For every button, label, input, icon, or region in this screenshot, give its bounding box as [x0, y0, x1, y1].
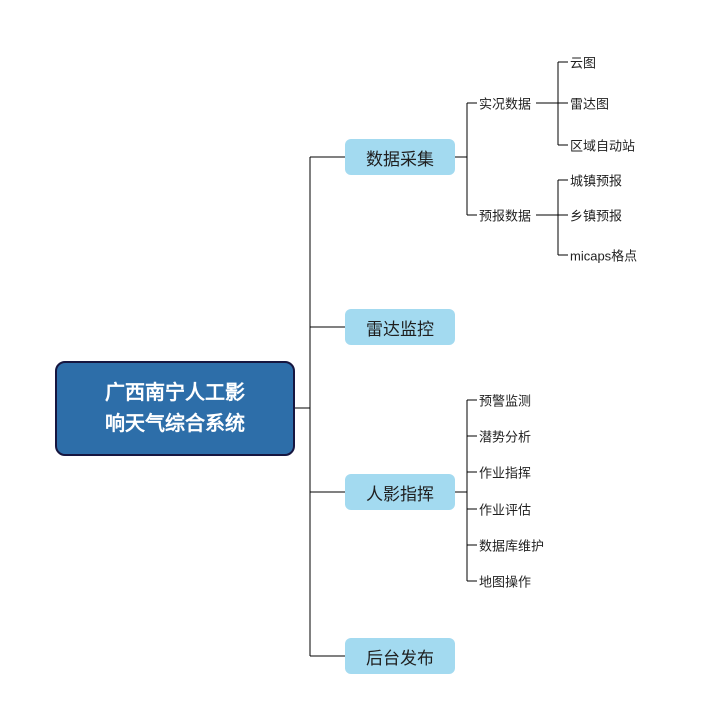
leaf-node-operation-command[interactable]: 作业指挥: [479, 465, 532, 481]
branch-node-radar-monitoring[interactable]: 雷达监控: [345, 309, 455, 345]
branch-label: 雷达监控: [366, 319, 434, 339]
leaf-node-regional-auto-station[interactable]: 区域自动站: [570, 138, 636, 154]
leaf-node-town-forecast[interactable]: 城镇预报: [570, 173, 623, 189]
leaf-node-micaps-grid[interactable]: micaps格点: [570, 248, 638, 264]
root-node-label: 广西南宁人工影响天气综合系统: [105, 381, 245, 435]
branch-label: 数据采集: [366, 149, 434, 169]
branch-node-weather-mod-command[interactable]: 人影指挥: [345, 474, 455, 510]
branch-node-data-collection[interactable]: 数据采集: [345, 139, 455, 175]
leaf-node-radar-image[interactable]: 雷达图: [570, 96, 610, 112]
leaf-node-database-maintenance[interactable]: 数据库维护: [479, 538, 545, 554]
sub-node-realtime-data[interactable]: 实况数据: [479, 96, 532, 112]
leaf-node-operation-evaluation[interactable]: 作业评估: [479, 502, 532, 518]
leaf-node-potential-analysis[interactable]: 潜势分析: [479, 429, 532, 445]
leaf-node-map-operation[interactable]: 地图操作: [479, 574, 532, 590]
leaf-node-warning-monitoring[interactable]: 预警监测: [479, 393, 532, 409]
leaf-node-cloud-image[interactable]: 云图: [570, 55, 597, 71]
root-node-system-title[interactable]: 广西南宁人工影响天气综合系统: [55, 361, 295, 456]
branch-label: 后台发布: [366, 648, 434, 668]
leaf-node-township-forecast[interactable]: 乡镇预报: [570, 208, 623, 224]
branch-node-backend-publish[interactable]: 后台发布: [345, 638, 455, 674]
sub-node-forecast-data[interactable]: 预报数据: [479, 208, 532, 224]
branch-label: 人影指挥: [366, 484, 434, 504]
